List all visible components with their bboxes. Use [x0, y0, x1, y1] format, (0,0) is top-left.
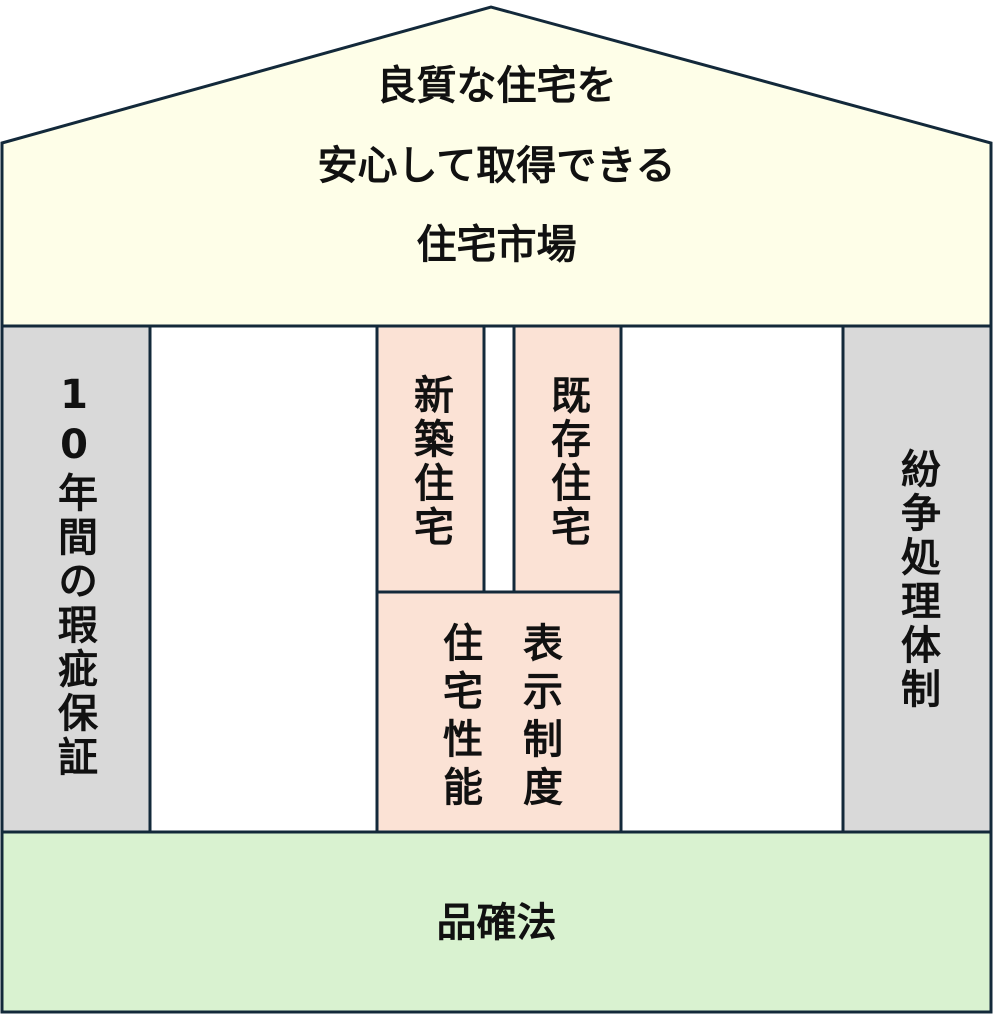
roof-line-2: 安心して取得できる — [317, 143, 676, 189]
base-shape — [0, 830, 993, 1014]
roof-line-1: 良質な住宅を — [376, 63, 617, 109]
right-pillar-label: 紛争処理体制 — [894, 448, 940, 712]
left-pillar-shape — [0, 324, 152, 834]
existing-housing-label: 既存住宅 — [544, 374, 590, 550]
roof-shape — [0, 5, 993, 328]
roof-line-3: 住宅市場 — [416, 222, 577, 268]
base-label: 品確法 — [436, 900, 557, 946]
performance-system-shape — [375, 590, 623, 834]
performance-label-left: 住宅性能 — [436, 622, 482, 814]
performance-label-right: 表示制度 — [516, 622, 562, 814]
new-housing-shape — [375, 324, 486, 594]
existing-housing-shape — [512, 324, 623, 594]
left-pillar-label: 10年間の瑕疵保証 — [51, 372, 97, 780]
new-housing-label: 新築住宅 — [407, 374, 453, 550]
